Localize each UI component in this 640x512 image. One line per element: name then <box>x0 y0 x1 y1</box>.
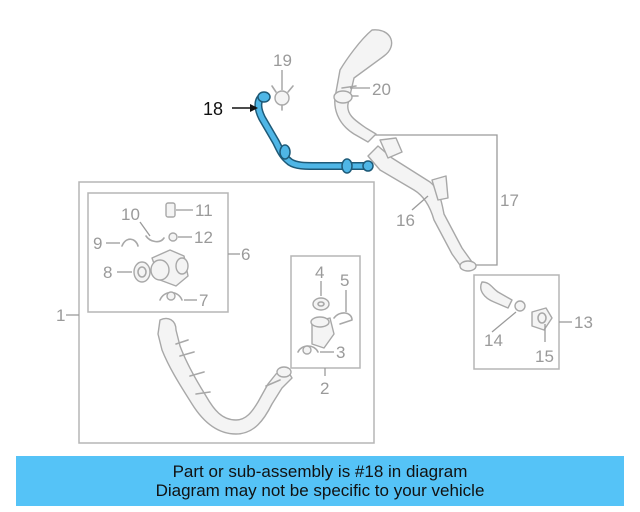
banner-line-2: Diagram may not be specific to your vehi… <box>155 481 485 500</box>
callout-3: 3 <box>336 343 345 362</box>
subassembly-box-2 <box>290 255 361 369</box>
callout-19: 19 <box>273 51 292 70</box>
bracket-17 <box>375 134 498 266</box>
hose-14 <box>480 281 526 312</box>
sensor-11 <box>165 202 176 218</box>
highlighted-pipe-18 <box>254 91 374 174</box>
pipe-18-end-lower <box>341 158 353 174</box>
callout-17: 17 <box>500 191 519 210</box>
subassembly-box-6 <box>87 192 229 313</box>
callout-20: 20 <box>372 80 391 99</box>
connector-15 <box>531 307 553 331</box>
callout-4: 4 <box>315 263 324 282</box>
callout-12: 12 <box>194 228 213 247</box>
clamp-3 <box>297 345 319 355</box>
info-banner: Part or sub-assembly is #18 in diagram D… <box>16 456 624 506</box>
callout-10: 10 <box>121 205 140 224</box>
oring-8 <box>133 261 151 283</box>
pipe-18-end-upper <box>257 91 271 103</box>
banner-line-1: Part or sub-assembly is #18 in diagram <box>172 462 468 481</box>
clip-10 <box>145 235 165 243</box>
assembly-box-1 <box>78 181 375 444</box>
callout-5: 5 <box>340 271 349 290</box>
fitting-2 <box>310 316 335 349</box>
callout-9: 9 <box>93 234 102 253</box>
clip-9 <box>121 238 139 247</box>
leader-16 <box>411 195 429 211</box>
callout-2: 2 <box>320 379 329 398</box>
clamp-7 <box>159 291 183 301</box>
hose-20 <box>333 29 393 143</box>
callout-7: 7 <box>199 291 208 310</box>
pipe-18-clamp <box>279 144 291 160</box>
leader-18-arrow <box>250 104 258 112</box>
lower-hose-1 <box>157 317 293 435</box>
leader-10 <box>139 221 151 237</box>
pipe-16 <box>367 137 477 272</box>
callout-14: 14 <box>484 331 503 350</box>
clip-19 <box>271 85 294 111</box>
gasket-4 <box>312 297 330 311</box>
callout-8: 8 <box>103 263 112 282</box>
thermostat-housing <box>150 249 189 287</box>
callout-11: 11 <box>195 201 213 220</box>
leader-14 <box>491 311 517 333</box>
callout-6: 6 <box>241 245 250 264</box>
clip-5 <box>333 312 353 325</box>
parts-diagram: 1 2 3 4 5 6 7 8 9 10 11 12 13 14 15 16 1… <box>56 29 593 444</box>
callout-13: 13 <box>574 313 593 332</box>
callout-18: 18 <box>203 99 223 119</box>
callout-16: 16 <box>396 211 415 230</box>
pipe-18-tip <box>362 160 374 172</box>
ring-12 <box>168 232 178 242</box>
callout-1: 1 <box>56 306 65 325</box>
callout-15: 15 <box>535 347 554 366</box>
